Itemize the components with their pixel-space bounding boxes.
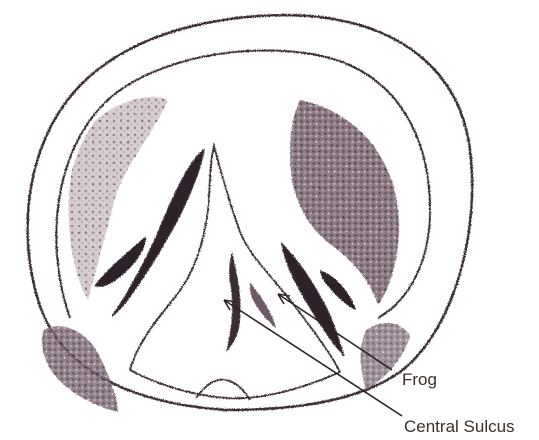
central-sulcus-label: Central Sulcus bbox=[404, 417, 515, 436]
frog-label: Frog bbox=[402, 370, 437, 389]
